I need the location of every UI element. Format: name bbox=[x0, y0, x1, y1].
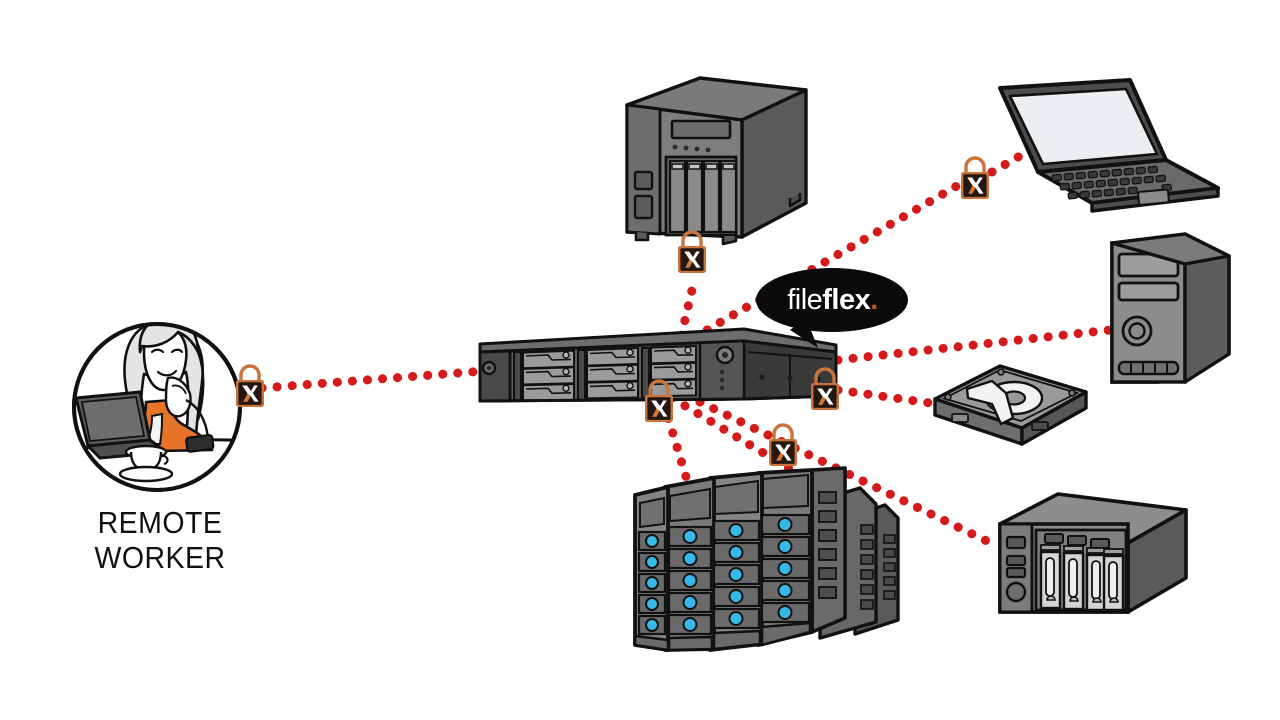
nas-tower-drive-bays bbox=[668, 159, 738, 234]
lock-icon-remote-worker bbox=[234, 364, 266, 409]
connection-nas-to-laptop bbox=[676, 178, 967, 350]
remote-worker-avatar[interactable] bbox=[70, 318, 246, 492]
connection-nas-to-tower bbox=[673, 285, 697, 355]
remote-worker-label-line2: WORKER bbox=[94, 540, 226, 575]
nas-enclosure-device[interactable] bbox=[998, 492, 1188, 614]
desktop-pc-device[interactable] bbox=[1110, 232, 1231, 384]
connection-nas-to-enclosure bbox=[695, 397, 1000, 550]
fileflex-logo-file: file bbox=[787, 284, 823, 316]
connection-laptop-tail bbox=[987, 151, 1025, 177]
nas-drive-bays bbox=[513, 345, 697, 402]
server-racks-device[interactable] bbox=[633, 466, 900, 652]
nas-tower-device[interactable] bbox=[625, 76, 808, 246]
connection-nas-to-harddrive bbox=[833, 385, 935, 408]
lock-icon-nas-tower bbox=[676, 230, 708, 275]
fileflex-logo-fle: flex bbox=[822, 284, 871, 316]
hard-drive-device[interactable] bbox=[933, 364, 1088, 446]
server-rack-blades bbox=[637, 473, 811, 636]
connection-nas-to-desktop bbox=[833, 325, 1115, 365]
lock-icon-center bbox=[767, 423, 799, 468]
lock-icon-laptop bbox=[959, 156, 991, 201]
enclosure-drive-bays bbox=[1039, 550, 1125, 612]
rack-mount-nas-device[interactable] bbox=[478, 327, 838, 403]
fileflex-logo-text: fileflex. bbox=[760, 281, 905, 319]
laptop-device[interactable] bbox=[998, 78, 1220, 213]
laptop-keyboard bbox=[1051, 165, 1172, 200]
fileflex-logo-dot: . bbox=[870, 284, 878, 316]
connection-remote-worker-to-nas bbox=[257, 366, 489, 393]
remote-worker-label-line1: REMOTE bbox=[97, 505, 223, 540]
fileflex-speech-bubble bbox=[756, 268, 908, 348]
remote-worker-label: REMOTE WORKER bbox=[13, 505, 307, 575]
